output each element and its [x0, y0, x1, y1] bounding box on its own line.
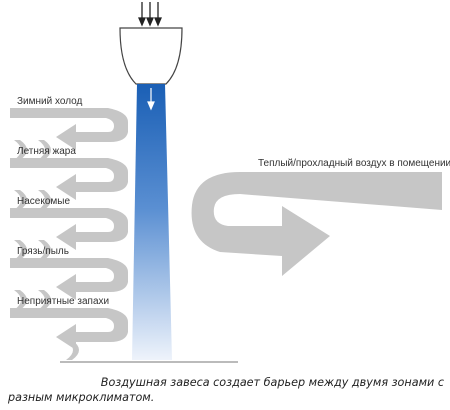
curl-arrow-insects: [10, 208, 128, 250]
label-indoor-air: Теплый/прохладный воздух в помещении: [258, 158, 450, 169]
curl-arrow-smells: [10, 308, 128, 350]
indoor-air-arrow: [191, 172, 442, 276]
caption-line-2: разным микроклиматом.: [8, 391, 155, 404]
curl-arrow-winter: [10, 108, 128, 150]
intake-arrows: [138, 2, 162, 27]
label-dirt-dust: Грязь/пыль: [17, 246, 69, 257]
down-arrow-icon: [147, 88, 155, 111]
figure-caption: Воздушная завеса создает барьер между дв…: [8, 375, 448, 405]
curl-arrow-summer: [10, 158, 128, 200]
air-curtain-unit: [119, 27, 183, 85]
air-stream: [132, 84, 172, 360]
label-summer-heat: Летняя жара: [17, 146, 76, 157]
caption-line-1: Воздушная завеса создает барьер между дв…: [100, 376, 444, 389]
outdoor-air-arrows: [10, 108, 128, 360]
label-insects: Насекомые: [17, 196, 71, 207]
label-winter-cold: Зимний холод: [17, 96, 83, 107]
curl-arrow-dirt: [10, 258, 128, 300]
label-bad-smells: Неприятные запахи: [17, 296, 110, 307]
